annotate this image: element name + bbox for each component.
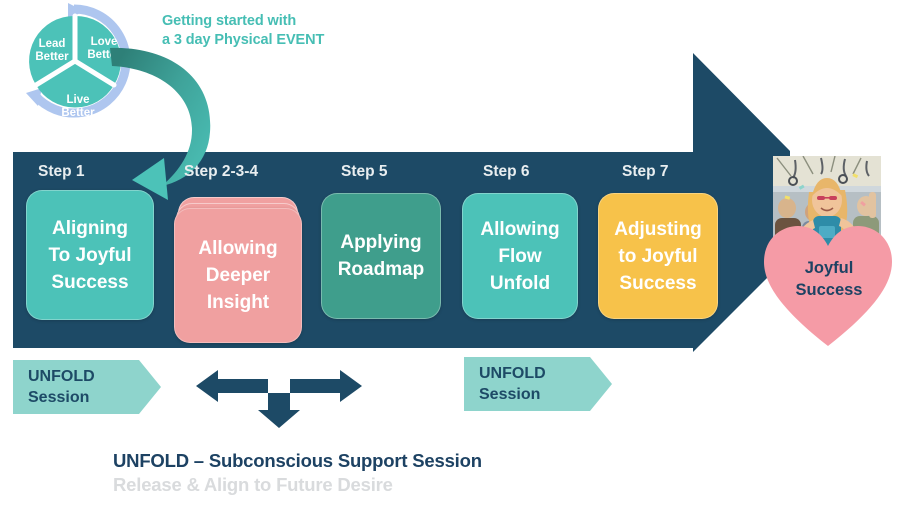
step-card-adjusting-to-joyful-success[interactable]: Adjusting to Joyful Success xyxy=(598,193,718,319)
step-card-aligning-to-joyful-success[interactable]: Aligning To Joyful Success xyxy=(26,190,154,320)
bidirectional-t-arrow xyxy=(196,370,362,428)
caption-unfold-session-subtitle: Release & Align to Future Desire xyxy=(113,474,393,495)
step-label-4: Step 6 xyxy=(483,163,530,180)
step-label-5: Step 7 xyxy=(622,163,669,180)
joyful-success-heart-shape xyxy=(764,226,892,346)
joyful-success-heart xyxy=(764,226,892,346)
step-label-3: Step 5 xyxy=(341,163,388,180)
cycle-dividers xyxy=(33,13,117,88)
caption-unfold-session-title: UNFOLD – Subconscious Support Session xyxy=(113,450,482,471)
step-card-applying-roadmap[interactable]: Applying Roadmap xyxy=(321,193,441,319)
cycle-segment-label-live: Live Better xyxy=(61,94,95,119)
step-label-1: Step 1 xyxy=(38,163,85,180)
step-card-allowing-deeper-insight[interactable]: Allowing Deeper Insight xyxy=(174,208,302,343)
step-label-2: Step 2-3-4 xyxy=(184,163,259,180)
curved-flow-arrow-body xyxy=(110,47,211,187)
intro-heading: Getting started with a 3 day Physical EV… xyxy=(162,13,325,48)
cycle-logo-graphic xyxy=(26,3,131,118)
joyful-success-heart-label: Joyful Success xyxy=(795,259,863,299)
unfold-session-chevron-left[interactable]: UNFOLD Session xyxy=(13,360,161,414)
step-card-allowing-flow-unfold[interactable]: Allowing Flow Unfold xyxy=(462,193,578,319)
lead-love-live-cycle-logo: Lead Better Love Better Live Better xyxy=(18,2,136,136)
t-arrow-shape xyxy=(196,370,362,428)
cycle-ring-arc xyxy=(32,4,131,118)
curved-flow-arrow-head xyxy=(132,158,168,200)
curved-flow-arrow xyxy=(110,47,211,200)
unfold-session-chevron-right[interactable]: UNFOLD Session xyxy=(464,357,612,411)
cycle-segment-label-lead: Lead Better xyxy=(35,38,69,63)
cycle-ring-arrowhead-top xyxy=(68,3,84,19)
cycle-ring-arrowhead-bottom xyxy=(26,88,42,106)
